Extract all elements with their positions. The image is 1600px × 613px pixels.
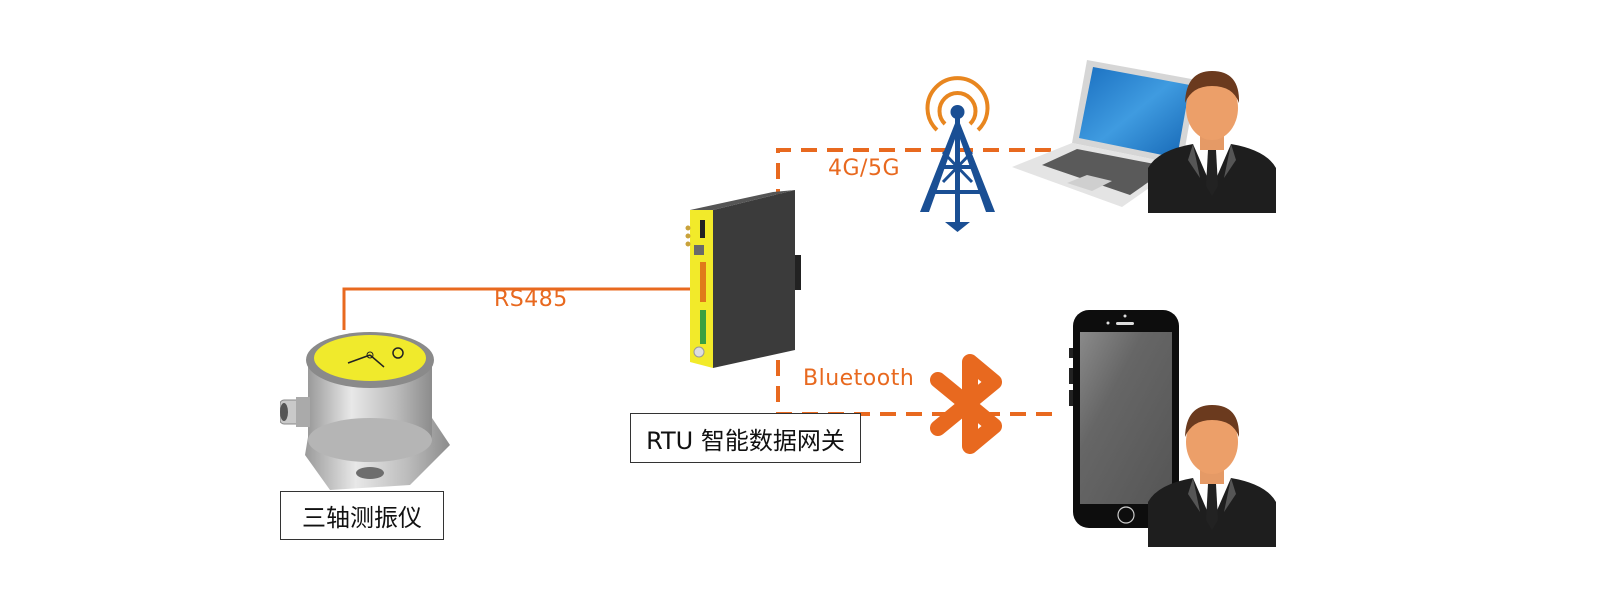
rs485-label: RS485 <box>494 287 568 312</box>
cellular-label: 4G/5G <box>828 156 901 181</box>
cell-tower-icon <box>920 76 995 232</box>
smartphone-icon <box>1069 310 1179 528</box>
bluetooth-label: Bluetooth <box>803 366 915 391</box>
vibration-sensor-icon <box>280 332 450 490</box>
rs485-line <box>342 287 705 330</box>
laptop-icon <box>1012 60 1197 207</box>
sensor-label: 三轴测振仪 <box>280 491 444 540</box>
user-icon <box>1148 71 1276 213</box>
user-icon <box>1148 405 1276 547</box>
gateway-label: RTU 智能数据网关 <box>630 413 861 463</box>
rtu-gateway-icon <box>685 190 801 368</box>
bluetooth-icon <box>930 354 1002 454</box>
